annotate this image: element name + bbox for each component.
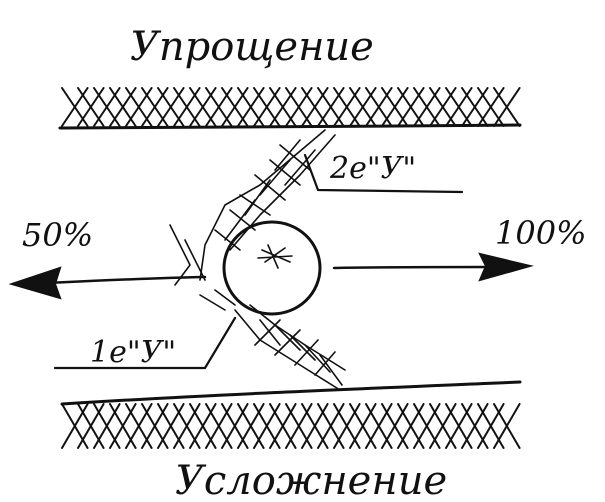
- lower-leader-line: [53, 316, 237, 370]
- title-top: Упрощение: [130, 24, 374, 70]
- upper-leader-line: [303, 153, 464, 194]
- lower-diagonal-hatch: [234, 304, 346, 391]
- left-arrow: [8, 266, 207, 300]
- left-percent-label: 50%: [22, 216, 93, 254]
- right-percent-label: 100%: [495, 214, 586, 252]
- upper-label: 2е"У": [329, 151, 416, 186]
- hatch-stroke: [493, 87, 521, 127]
- title-bottom: Усложнение: [175, 458, 447, 502]
- upper-diagonal-hatch: [169, 129, 336, 311]
- lower-wall: [60, 380, 522, 449]
- hatch-stroke: [493, 403, 521, 449]
- central-ball: [222, 220, 322, 316]
- lower-label: 1е"У": [90, 335, 176, 370]
- upper-wall: [58, 87, 522, 130]
- right-arrow: [332, 252, 534, 282]
